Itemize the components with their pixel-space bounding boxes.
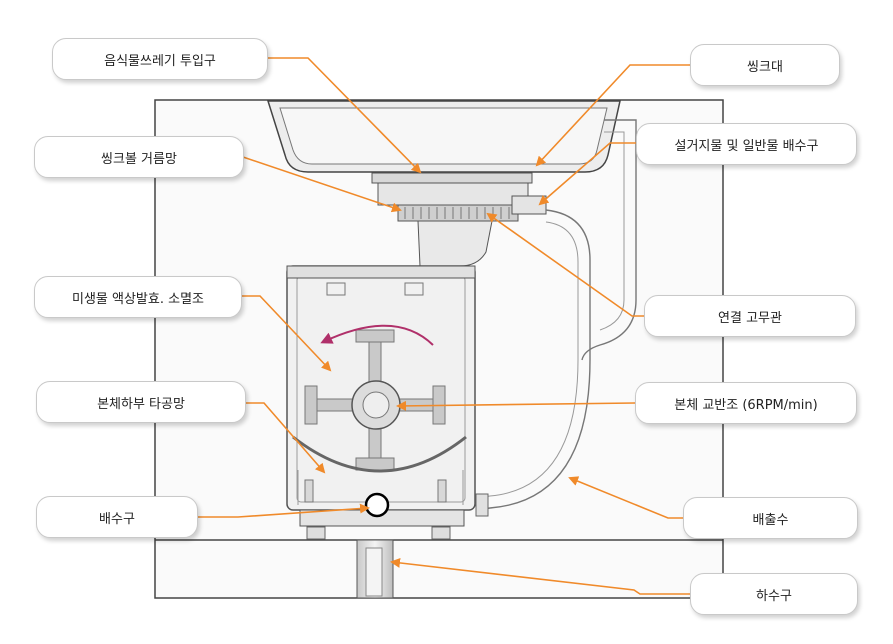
label-sink: 씽크대 [690,44,840,86]
label-drain-port: 배수구 [36,496,198,538]
leader-connecting-rubber [486,212,644,317]
leader-food-inlet [268,57,422,174]
discharge-hose [475,209,591,511]
sink-flange [371,172,533,184]
label-discharge: 배출수 [683,497,858,539]
drain-port-marker [364,492,390,518]
label-sewer: 하수구 [690,573,858,615]
leader-agitator [396,400,636,411]
inlet-neck [417,220,493,267]
strainer-ring [397,204,519,222]
label-microbe-tank: 미생물 액상발효. 소멸조 [34,276,242,318]
rotation-arrow [320,324,434,346]
leader-microbe-tank [241,295,332,372]
leader-sewer [390,557,690,595]
leader-lower-strainer [246,402,326,474]
label-connecting-rubber: 연결 고무관 [644,295,856,337]
label-dish-drain: 설거지물 및 일반물 배수구 [636,123,857,165]
label-agitator: 본체 교반조 (6RPM/min) [635,382,857,424]
dish-drain-hose [581,119,637,361]
leader-drain-port [198,503,370,518]
leader-sink [535,64,690,167]
leader-sink-bowl-strainer [242,156,402,213]
label-sink-bowl-strainer: 씽크볼 거름망 [34,136,244,178]
label-food-inlet: 음식물쓰레기 투입구 [52,38,268,80]
label-lower-strainer: 본체하부 타공망 [36,381,246,423]
leader-discharge [568,476,683,519]
lower-perforated-screen [292,435,467,473]
leader-dish-drain [538,142,636,206]
